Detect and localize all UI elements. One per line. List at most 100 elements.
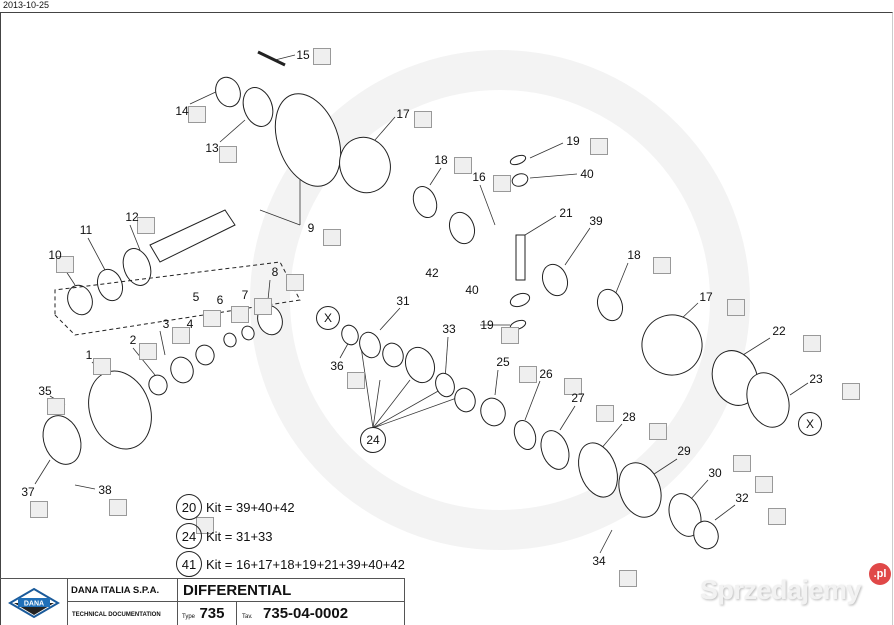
part-shape <box>541 263 569 297</box>
reference-box <box>755 476 773 493</box>
leader-line <box>714 504 736 521</box>
callout-39: 39 <box>589 214 603 228</box>
part-shape <box>509 292 531 308</box>
callout-40: 40 <box>580 167 594 181</box>
reference-box <box>590 138 608 155</box>
leader-line <box>372 389 441 429</box>
part-shape <box>668 493 702 537</box>
callout-31: 31 <box>396 294 410 308</box>
leader-line <box>372 394 466 429</box>
reference-box <box>653 257 671 274</box>
reference-box <box>501 327 519 344</box>
part-shape <box>359 331 381 359</box>
part-shape <box>122 248 152 286</box>
part-shape <box>454 387 476 413</box>
leader-line <box>444 336 449 381</box>
reference-box <box>649 423 667 440</box>
leader-line <box>359 339 374 429</box>
leader-line <box>524 380 541 421</box>
callout-14: 14 <box>175 104 189 118</box>
reference-box <box>313 48 331 65</box>
callout-10: 10 <box>48 248 62 262</box>
reference-box <box>172 327 190 344</box>
leader-line <box>429 167 442 186</box>
reference-box <box>619 570 637 587</box>
part-shape <box>618 462 662 518</box>
marker-x-left: X <box>316 306 340 330</box>
callout-13: 13 <box>205 141 219 155</box>
callout-35: 35 <box>38 384 52 398</box>
reference-box <box>139 343 157 360</box>
leader-line <box>259 209 301 226</box>
callout-16: 16 <box>472 170 486 184</box>
kit-outline <box>54 261 301 336</box>
part-shape <box>509 154 527 166</box>
part-shape <box>746 372 790 428</box>
reference-box <box>727 299 745 316</box>
leader-line <box>379 307 401 331</box>
callout-4: 4 <box>186 317 194 331</box>
cross-pin <box>515 234 526 281</box>
callout-1: 1 <box>85 348 93 362</box>
reference-box <box>254 298 272 315</box>
dana-logo: DANA <box>8 587 60 619</box>
part-shape <box>480 397 506 427</box>
part-shape <box>274 93 342 187</box>
part-shape <box>170 356 194 384</box>
kit-text: Kit = 31+33 <box>206 528 273 544</box>
reference-box <box>286 274 304 291</box>
leader-line <box>87 237 106 271</box>
tav-label: Tav. <box>242 614 253 620</box>
leader-line <box>564 227 591 266</box>
reference-box <box>109 499 127 516</box>
leader-line <box>189 89 221 105</box>
callout-19: 19 <box>480 318 494 332</box>
leader-line <box>159 330 166 356</box>
callout-30: 30 <box>708 466 722 480</box>
callout-17: 17 <box>699 290 713 304</box>
marker-group-24: 24 <box>360 427 386 453</box>
callout-29: 29 <box>677 444 691 458</box>
callout-7: 7 <box>241 288 249 302</box>
reference-box <box>842 383 860 400</box>
callout-5: 5 <box>192 290 200 304</box>
callout-22: 22 <box>772 324 786 338</box>
company-name: DANA ITALIA S.P.A. <box>67 579 177 602</box>
part-shape <box>242 87 274 127</box>
leader-line <box>132 347 156 376</box>
kit-number: 24 <box>176 523 202 549</box>
drawing-frame <box>0 12 893 625</box>
callout-37: 37 <box>21 485 35 499</box>
callout-27: 27 <box>571 391 585 405</box>
leader-line <box>479 184 496 226</box>
part-shape <box>693 520 719 550</box>
callout-3: 3 <box>162 317 170 331</box>
leader-line <box>74 484 96 490</box>
doc-label: TECHNICAL DOCUMENTATION <box>67 602 177 625</box>
bolt <box>257 50 286 67</box>
reference-box <box>733 455 751 472</box>
reference-box <box>47 398 65 415</box>
callout-33: 33 <box>442 322 456 336</box>
pinion-shaft <box>149 209 236 263</box>
leader-line <box>789 382 809 396</box>
callout-25: 25 <box>496 355 510 369</box>
date-label: 2013-10-25 <box>3 0 50 10</box>
part-shape <box>435 372 455 398</box>
callout-6: 6 <box>216 293 224 307</box>
callout-18: 18 <box>627 248 641 262</box>
part-shape <box>513 419 537 451</box>
type-label: Type <box>182 614 196 620</box>
part-shape <box>448 211 476 245</box>
reference-box <box>564 378 582 395</box>
reference-box <box>414 111 432 128</box>
reference-box <box>347 372 365 389</box>
callout-17: 17 <box>396 107 410 121</box>
leader-line <box>219 119 246 143</box>
part-shape <box>223 332 237 348</box>
